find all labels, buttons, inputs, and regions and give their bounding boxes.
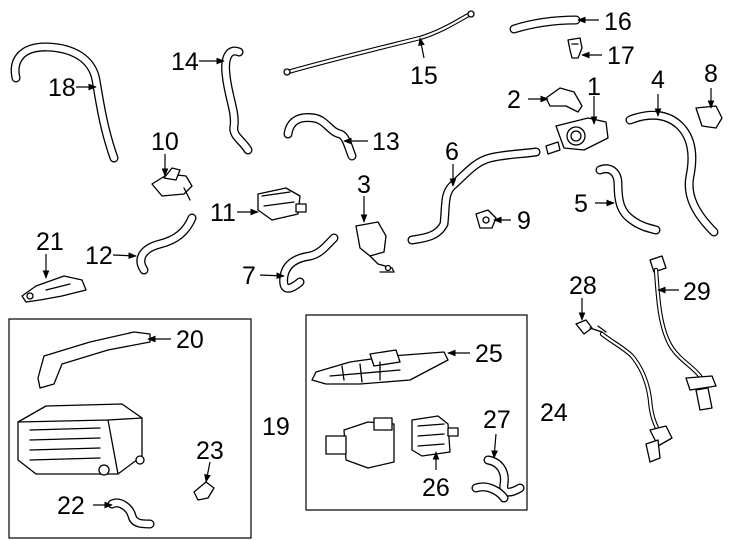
callout-27: 27 [483,406,511,434]
part-22-hose [107,498,155,529]
callout-5: 5 [574,190,588,218]
callout-29: 29 [683,278,711,306]
part-5-hose [595,164,661,235]
part-7-hose [279,233,339,293]
part-4-hose [625,110,719,237]
callout-19: 19 [262,413,290,441]
callout-22: 22 [57,492,85,520]
part-29-sensor [649,255,717,411]
callout-24: 24 [540,399,568,427]
callout-16: 16 [604,8,632,36]
part-17-clip [567,37,583,59]
part-9-clip [475,209,497,229]
callout-numbers: 1 2 3 4 5 6 7 8 9 10 11 12 13 14 15 16 1… [36,8,718,520]
callout-3: 3 [357,171,371,199]
callout-7: 7 [242,262,256,290]
callout-20: 20 [176,326,204,354]
callout-10: 10 [151,128,179,156]
part-21-bracket [21,275,87,303]
callout-6: 6 [445,138,459,166]
part-12-hose [136,213,197,275]
callout-9: 9 [517,207,531,235]
part-20-bracket [37,331,151,389]
callout-15: 15 [410,62,438,90]
callout-25: 25 [475,340,503,368]
part-14-hose [221,46,253,155]
part-3-valve [355,221,395,273]
part-10-sensor [151,167,193,201]
part-13-hose [283,113,357,161]
callout-13: 13 [372,128,400,156]
part-18-hose [10,42,119,163]
part-2-bracket [545,87,583,113]
callout-28: 28 [569,272,597,300]
callout-4: 4 [651,66,665,94]
leader-lines [42,16,715,509]
part-26-block [411,415,459,457]
callout-18: 18 [48,74,76,102]
callout-26: 26 [422,474,450,502]
part-15-line [283,10,475,76]
callout-23: 23 [196,437,224,465]
group-box-24 [305,314,528,511]
part-25-bracket [311,349,449,385]
callout-14: 14 [171,48,199,76]
part-1-valve [545,117,609,155]
callout-21: 21 [36,228,64,256]
part-24-valve [325,417,395,469]
part-28-sensor [575,319,673,463]
callout-11: 11 [210,199,236,227]
part-11-valve [257,187,307,221]
group-box-19 [8,318,252,539]
callout-1: 1 [587,73,601,101]
callout-8: 8 [704,60,718,88]
callout-17: 17 [607,42,635,70]
part-27-hose [471,455,525,503]
part-8-clip [695,105,723,129]
part-23-clip [193,481,215,501]
part-19-canister [17,403,145,476]
callout-2: 2 [507,86,521,114]
part-16-hose [509,15,581,34]
callout-12: 12 [85,242,113,270]
